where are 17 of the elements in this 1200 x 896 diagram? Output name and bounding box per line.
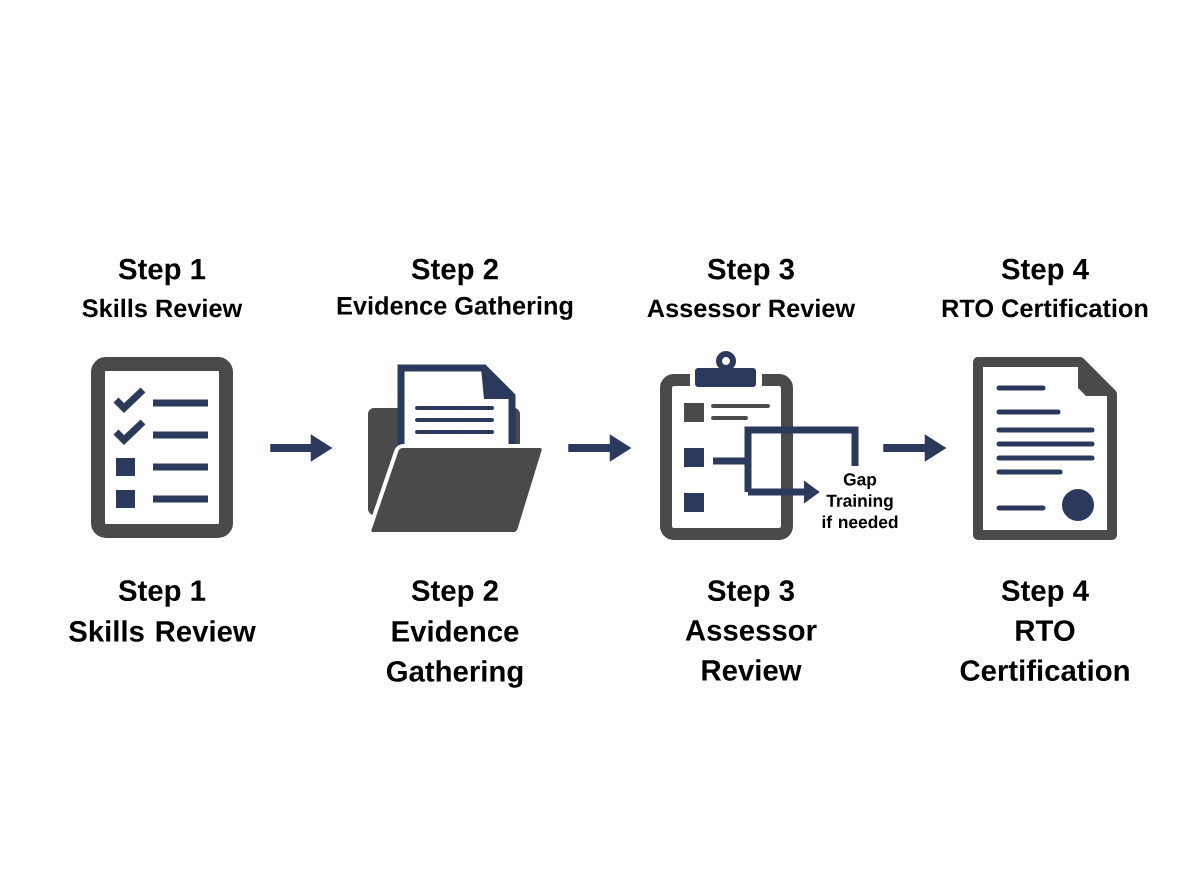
step-number: Step 2 [411, 580, 498, 607]
step-title: Assessor Review [685, 620, 817, 681]
step-number: Step 4 [1001, 580, 1089, 607]
step-title: Skills Review [82, 298, 243, 318]
step-number: Step 3 [707, 580, 794, 607]
step-number: Step 4 [1001, 258, 1089, 286]
note-text: Gap Training if needed [822, 473, 898, 529]
step-title: RTO Certification [960, 620, 1129, 682]
step-title: Skills Review [69, 620, 256, 642]
step-number: Step 3 [707, 258, 794, 286]
step-number: Step 1 [118, 580, 206, 607]
step-title: RTO Certification [942, 298, 1148, 318]
step-title: Evidence Gathering [337, 296, 573, 320]
step-title: Evidence Gathering [386, 620, 523, 688]
step-number: Step 1 [118, 258, 206, 286]
step-title: Assessor Review [647, 298, 856, 318]
step-number: Step 2 [411, 258, 498, 286]
